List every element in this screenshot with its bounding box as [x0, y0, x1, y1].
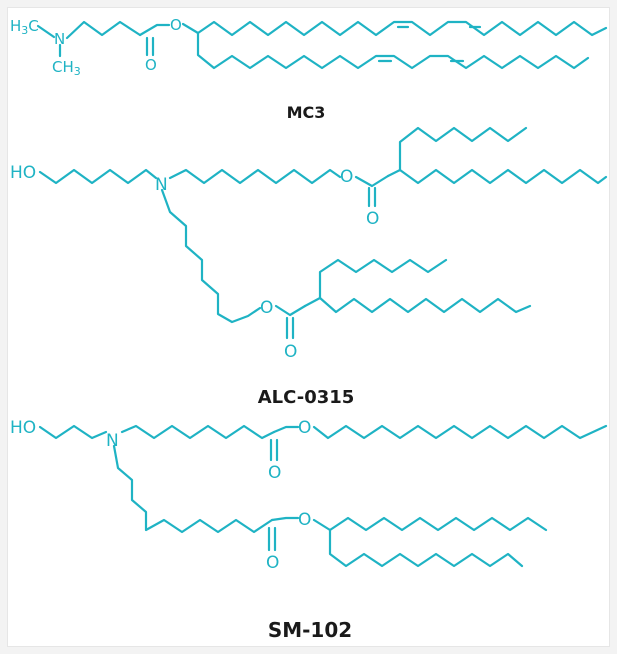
mc3-n-atom: N — [54, 30, 65, 48]
alc0315-upper-ester — [354, 174, 390, 188]
alc0315-head-chain — [38, 168, 158, 185]
mc3-name: MC3 — [287, 103, 326, 122]
sm102-lower-tail-lower — [328, 528, 524, 568]
sm102-ho-label: HO — [10, 418, 36, 438]
sm102-upper-carbonyl-o: O — [268, 463, 281, 483]
mc3-head-chain — [65, 20, 142, 40]
alc0315-upper-carbonyl-o: O — [366, 209, 379, 229]
alc0315-lower-ester-o: O — [260, 298, 273, 318]
mc3-ch3-label: CH3 — [52, 58, 81, 78]
sm102-upper-ester — [272, 425, 300, 434]
mc3-upper-tail — [196, 20, 608, 37]
mc3-lower-tail — [196, 31, 590, 70]
mc3-structure: H3C N CH3 O O — [10, 16, 608, 78]
sm102-upper-ester-o: O — [298, 418, 311, 438]
sm102-lower-carbonyl-o: O — [266, 553, 279, 573]
sm102-lower-tail-upper — [312, 516, 548, 532]
sm102-upper-tail — [312, 424, 608, 440]
sm102-n-atom: N — [106, 431, 119, 451]
mc3-ester-o-bond — [181, 22, 200, 35]
alc0315-upper-branch-long — [386, 168, 608, 185]
sm102-head-chain — [38, 424, 108, 440]
alc0315-lower-carbonyl-o: O — [284, 342, 297, 362]
mc3-h3c-label: H3C — [10, 17, 39, 37]
sm102-structure: HO N O O O O — [10, 418, 608, 573]
sm102-lower-ester-o: O — [298, 510, 311, 530]
alc0315-ho-label: HO — [10, 163, 36, 183]
alc0315-lower-ester — [274, 304, 307, 317]
mc3-carbonyl-o: O — [145, 56, 157, 74]
alc0315-lower-branch-long — [303, 296, 532, 314]
mc3-methyl-bond-1 — [36, 24, 56, 39]
alc0315-lower-branch-short — [318, 258, 448, 300]
sm102-name: SM-102 — [268, 618, 352, 642]
sm102-lower-arm — [112, 444, 274, 534]
alc0315-n-atom: N — [155, 175, 168, 195]
alc0315-name: ALC-0315 — [258, 387, 355, 408]
alc0315-upper-arm — [168, 168, 342, 185]
mc3-ester-bond — [138, 23, 171, 37]
mc3-ester-o: O — [170, 16, 182, 34]
sm102-lower-ester — [270, 516, 300, 522]
alc0315-upper-branch-short — [398, 126, 528, 172]
alc0315-lower-arm — [160, 188, 262, 324]
alc0315-upper-ester-o: O — [340, 167, 353, 187]
alc0315-structure: HO N O O O O — [10, 126, 608, 362]
figure-frame — [8, 8, 609, 646]
sm102-upper-arm — [120, 424, 276, 440]
